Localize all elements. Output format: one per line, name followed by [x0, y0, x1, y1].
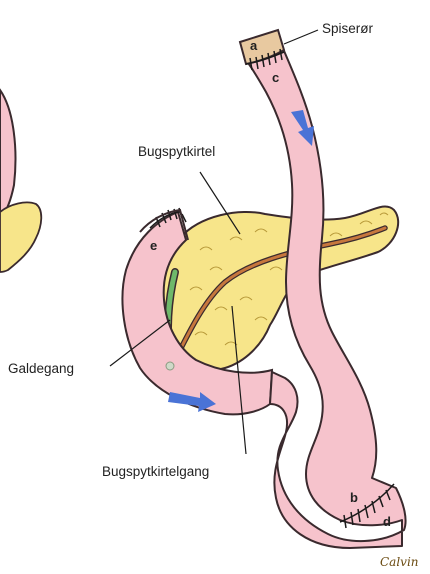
label-bile-duct: Galdegang [8, 361, 74, 376]
label-pancreas: Bugspytkirtel [138, 144, 215, 159]
letter-e: e [150, 238, 157, 253]
label-esophagus: Spiserør [322, 21, 374, 36]
letter-c: c [272, 70, 279, 85]
pancreas [159, 206, 399, 370]
letter-b: b [350, 490, 358, 505]
partial-organ-left [0, 90, 15, 220]
letter-a: a [250, 38, 258, 53]
partial-pancreas-left [0, 202, 41, 272]
artist-signature: Calvin [380, 555, 419, 569]
ampulla [166, 362, 174, 370]
label-pancreatic-duct: Bugspytkirtelgang [102, 464, 209, 479]
letter-d: d [383, 514, 391, 529]
